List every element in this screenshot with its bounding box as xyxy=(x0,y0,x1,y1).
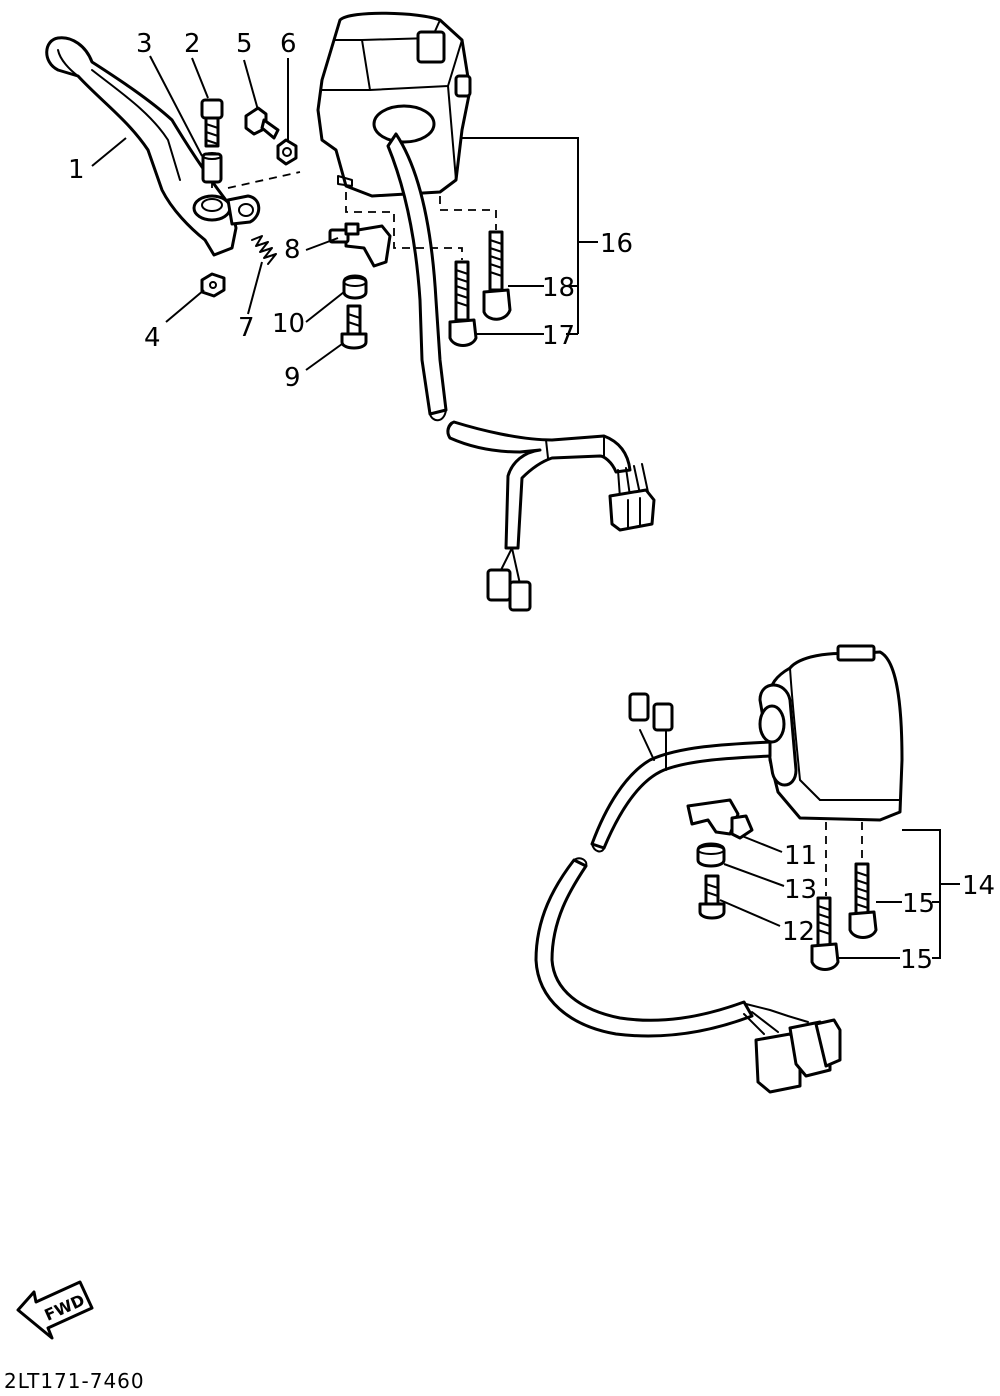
assembly-guide-line xyxy=(211,171,301,190)
right-handlebar-switch xyxy=(758,644,904,822)
callout-4: 4 xyxy=(144,323,161,353)
lever-spring xyxy=(251,235,277,265)
assembly-guide-line xyxy=(345,192,497,260)
left-switch-spade-connectors xyxy=(486,547,532,612)
callout-9: 9 xyxy=(284,363,301,393)
brake-lever-clamp-bracket xyxy=(226,194,261,226)
rear-brake-switch xyxy=(686,798,754,840)
lever-nut xyxy=(200,272,226,298)
adjuster-nut xyxy=(276,138,298,166)
pivot-collar xyxy=(201,152,223,184)
callout-8: 8 xyxy=(284,235,301,265)
switch-screw-right xyxy=(698,874,726,920)
callout-2: 2 xyxy=(184,29,201,59)
left-switch-multi-connector xyxy=(608,463,656,532)
right-switch-spade-connectors xyxy=(628,692,674,732)
callout-13: 13 xyxy=(784,875,817,905)
right-switch-screw-lower xyxy=(810,896,840,971)
left-handlebar-switch xyxy=(316,11,472,198)
callout-18: 18 xyxy=(542,273,575,303)
pivot-bolt xyxy=(200,98,224,148)
callout-1: 1 xyxy=(68,155,85,185)
callout-6: 6 xyxy=(280,29,297,59)
switch-screw-short xyxy=(448,260,478,347)
callout-labels: 1 2 3 4 5 6 7 8 9 10 11 12 13 14 15 15 1… xyxy=(68,29,995,975)
adjuster-bolt xyxy=(244,106,280,140)
drawing-code: 2LT171-7460 xyxy=(4,1369,145,1393)
callout-11: 11 xyxy=(784,841,817,871)
callout-12: 12 xyxy=(782,917,815,947)
switch-screw xyxy=(340,304,368,350)
leader-lines xyxy=(91,55,960,959)
callout-5: 5 xyxy=(236,29,253,59)
brake-lever xyxy=(45,36,238,257)
callout-3: 3 xyxy=(136,29,153,59)
right-switch-screw-upper xyxy=(848,862,878,939)
callout-16: 16 xyxy=(600,229,633,259)
callout-7: 7 xyxy=(238,313,255,343)
callout-10: 10 xyxy=(272,309,305,339)
switch-screw-long xyxy=(482,230,512,321)
right-switch-multi-connector xyxy=(743,1003,842,1094)
left-switch-wire-harness xyxy=(386,132,632,550)
callout-17: 17 xyxy=(542,321,575,351)
callout-15-upper: 15 xyxy=(902,889,935,919)
callout-15-lower: 15 xyxy=(900,945,933,975)
callout-14: 14 xyxy=(962,871,995,901)
switch-washer-right xyxy=(696,842,726,868)
forward-direction-arrow: FWD xyxy=(16,1280,94,1340)
front-brake-switch xyxy=(328,222,392,268)
assembly-guide-line xyxy=(825,822,863,896)
right-switch-wire-harness xyxy=(534,721,772,1038)
switch-washer xyxy=(342,274,368,300)
